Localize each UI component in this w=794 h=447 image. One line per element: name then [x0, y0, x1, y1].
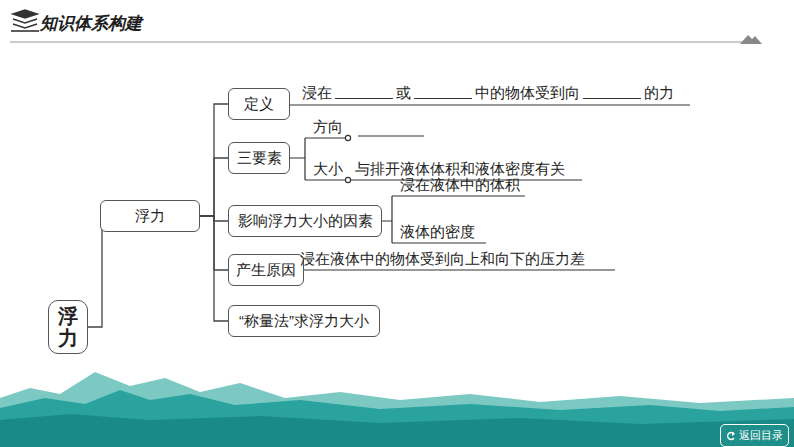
root-box: 浮力 [48, 300, 88, 354]
header-mountain [740, 35, 762, 44]
back-icon [726, 431, 736, 441]
branch-box: “称量法”求浮力大小 [228, 305, 380, 337]
bracket [290, 135, 582, 182]
node-text: 返回目录 [739, 429, 783, 442]
topic-box: 浮力 [100, 200, 200, 232]
note-text: 大小 [313, 160, 343, 178]
branch-box: 定义 [228, 88, 290, 120]
node-text: 定义 [244, 95, 274, 113]
leader-line [290, 104, 690, 105]
tree-connector [200, 104, 228, 216]
fill-blank [583, 84, 641, 99]
header-icon [11, 10, 39, 31]
node-text: 影响浮力大小的因素 [238, 212, 373, 230]
tree-connector [200, 158, 228, 216]
branch-box: 影响浮力大小的因素 [228, 205, 382, 237]
node-text: 浮力 [135, 207, 165, 225]
note-text: 与排开液体体积和液体密度有关 [355, 160, 565, 178]
tree-connector [88, 216, 102, 327]
mountain-band [0, 372, 794, 447]
note-text: 液体的密度 [400, 223, 475, 241]
section-title: 知识体系构建 [40, 13, 142, 35]
node-text: “称量法”求浮力大小 [239, 312, 369, 330]
fill-blank [414, 84, 472, 99]
back-button: 返回目录 [720, 424, 789, 447]
fill-blank [335, 84, 393, 99]
branch-box: 三要素 [228, 142, 290, 174]
note-text: 浸在液体中的物体受到向上和向下的压力差 [300, 250, 585, 268]
definition-row: 浸在 或 中的物体受到向 的力 [302, 84, 674, 102]
node-text: 产生原因 [236, 261, 296, 279]
node-text: 三要素 [237, 149, 282, 167]
note-text: 方向 [313, 118, 343, 136]
branch-box: 产生原因 [228, 254, 304, 286]
definition-text: 的力 [644, 84, 674, 102]
definition-text: 中的物体受到向 [475, 84, 580, 102]
definition-text: 浸在 [302, 84, 332, 102]
tree-connector [200, 216, 228, 321]
header-rule [10, 41, 742, 42]
bracket [382, 196, 525, 243]
definition-text: 或 [396, 84, 411, 102]
node-text: 浮力 [58, 305, 78, 349]
leader-line [290, 269, 615, 270]
note-text: 浸在液体中的体积 [400, 176, 520, 194]
